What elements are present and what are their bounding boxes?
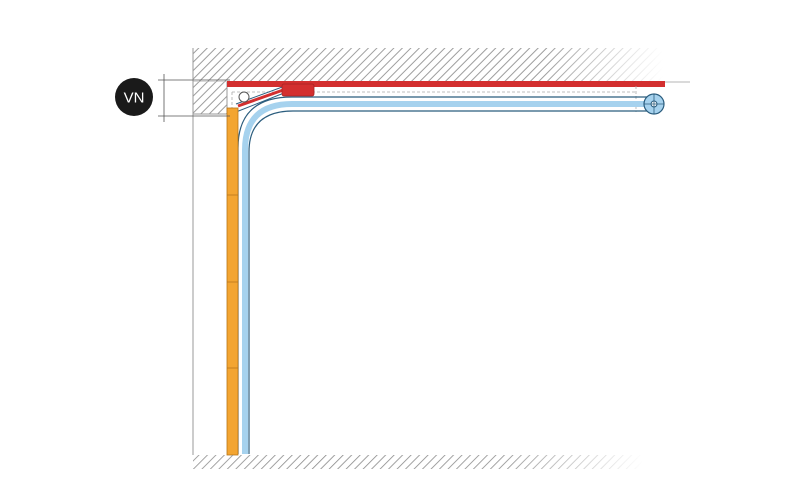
horizontal-track (237, 96, 650, 454)
lintel (192, 48, 228, 455)
spring-block (281, 83, 315, 97)
door-panel (226, 107, 239, 456)
vn-badge: VN (115, 78, 153, 116)
top-roller (238, 91, 250, 103)
guide-lines (231, 86, 637, 450)
ceiling (193, 48, 690, 83)
floor (193, 455, 643, 469)
header-bar (227, 81, 665, 87)
end-pulley-icon (643, 93, 665, 115)
dimension-label: VN (124, 90, 145, 107)
dimension-lines (158, 74, 230, 122)
